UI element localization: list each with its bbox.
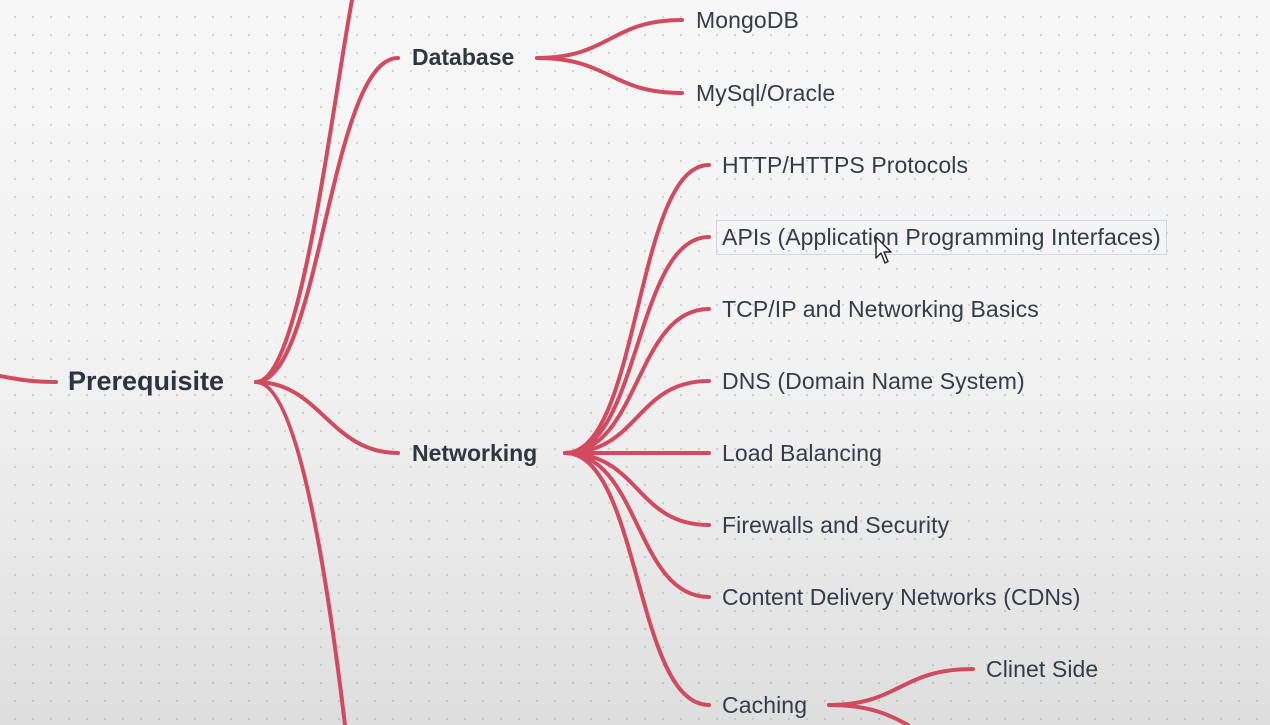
node-apis[interactable]: APIs (Application Programming Interfaces… [716, 220, 1167, 255]
connector-database-mysql [535, 56, 684, 95]
node-networking[interactable]: Networking [412, 440, 538, 466]
node-http-https[interactable]: HTTP/HTTPS Protocols [722, 152, 969, 178]
node-prerequisite[interactable]: Prerequisite [68, 366, 225, 396]
connector-database-mongodb [535, 18, 684, 60]
connector-left-incoming [0, 374, 58, 384]
connector-networking-apis [563, 235, 711, 455]
node-cdns[interactable]: Content Delivery Networks (CDNs) [722, 584, 1081, 610]
mouse-pointer-icon [875, 236, 892, 264]
connector-root-networking [254, 380, 400, 455]
connector-networking-caching [563, 451, 711, 707]
connector-networking-firewalls [563, 451, 711, 527]
node-load-balancing[interactable]: Load Balancing [722, 440, 882, 466]
connector-root-down [254, 380, 347, 725]
connector-networking-dns [563, 379, 711, 455]
connector-networking-tcpip [563, 307, 711, 455]
connector-caching-offscreen [827, 703, 910, 725]
node-caching[interactable]: Caching [722, 692, 808, 718]
node-dns[interactable]: DNS (Domain Name System) [722, 368, 1025, 394]
connector-root-database [254, 56, 400, 384]
connector-networking-cdns [563, 451, 711, 599]
node-mysql-oracle[interactable]: MySql/Oracle [696, 80, 836, 106]
node-client-side[interactable]: Clinet Side [986, 656, 1099, 682]
connector-networking-http [563, 163, 711, 455]
connector-root-up [254, 0, 354, 384]
node-firewalls-security[interactable]: Firewalls and Security [722, 512, 950, 538]
node-mongodb[interactable]: MongoDB [696, 7, 799, 33]
connector-caching-client [827, 667, 975, 707]
node-tcp-ip[interactable]: TCP/IP and Networking Basics [722, 296, 1039, 322]
node-database[interactable]: Database [412, 44, 515, 70]
